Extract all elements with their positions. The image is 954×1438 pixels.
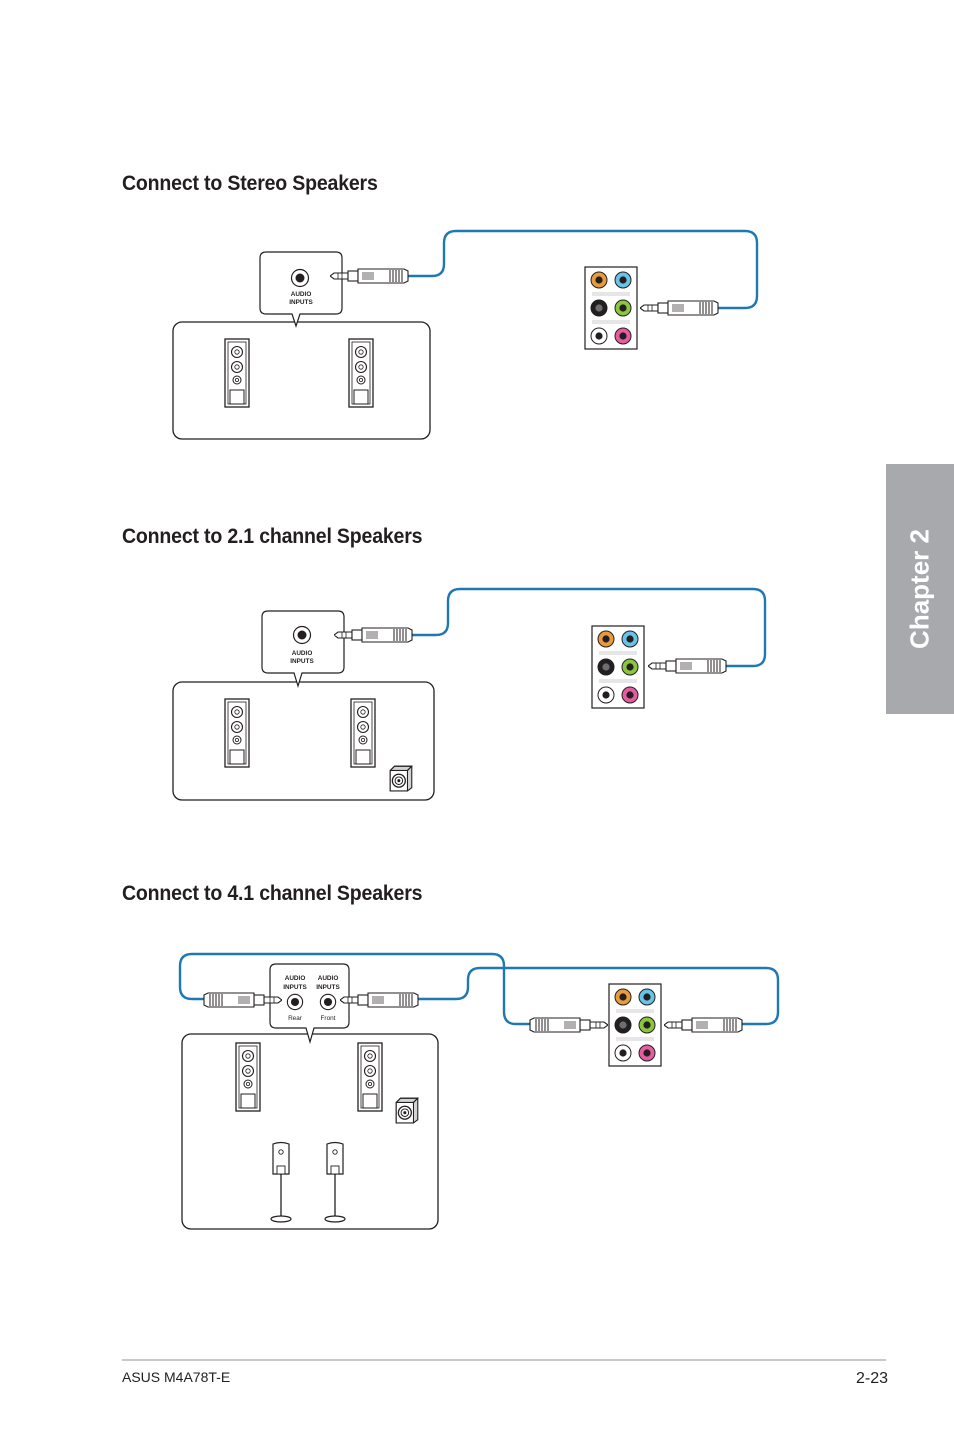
audio-plug-icon [330,268,409,284]
chapter-tab-label: Chapter 2 [904,529,935,649]
rear-cable [178,952,530,1026]
tower-speaker-icon [348,338,374,408]
audio-plug-icon [334,627,413,643]
input-label-line1: AUDIO [291,291,312,298]
tower-speaker-icon [224,698,250,768]
tower-speaker-icon [224,338,250,408]
footer-rule [122,1359,886,1361]
stereo-speaker-enclosure [172,321,431,440]
satellite-speaker-icon [324,1141,346,1223]
footer-product: ASUS M4A78T-E [122,1369,231,1385]
front-label-line1: AUDIO [318,975,339,982]
front-label-line2: INPUTS [316,984,340,991]
audio-plug-icon [204,993,282,1007]
audio-port-panel-icon [608,983,662,1067]
rear-label-line1: AUDIO [285,975,306,982]
input-jack-icon [290,268,310,288]
audio-plug-icon [340,992,419,1008]
audio-input-callout [259,251,343,328]
input-jack-icon [292,625,312,645]
section-title-4-1: Connect to 4.1 channel Speakers [122,882,423,905]
audio-plug-icon [530,1018,608,1032]
satellite-speaker-icon [270,1141,292,1223]
chapter-tab: Chapter 2 [886,464,954,714]
footer-page-number: 2-23 [855,1370,888,1387]
stereo-cable [408,229,759,310]
audio-plug-icon [648,658,727,674]
audio-port-panel-icon [584,266,638,350]
rear-label-line2: INPUTS [283,984,307,991]
rear-caption: Rear [288,1015,303,1022]
audio-plug-icon [640,300,719,316]
two-one-cable [412,587,767,668]
tower-speaker-icon [235,1042,261,1112]
front-input-jack-icon [319,993,337,1011]
rear-input-jack-icon [286,993,304,1011]
input-label-line1: AUDIO [292,650,313,657]
subwoofer-icon [389,765,413,792]
input-label-line2: INPUTS [289,299,313,306]
section-title-2-1: Connect to 2.1 channel Speakers [122,525,423,548]
audio-input-callout [261,610,345,689]
subwoofer-icon [395,1097,419,1124]
two-one-speaker-enclosure [172,681,435,801]
audio-input-callout [269,963,350,1045]
audio-plug-icon [664,1017,743,1033]
audio-port-panel-icon [591,625,645,709]
front-caption: Front [321,1015,336,1022]
section-title-stereo: Connect to Stereo Speakers [122,172,378,195]
tower-speaker-icon [357,1042,383,1112]
tower-speaker-icon [350,698,376,768]
front-cable [416,966,780,1026]
four-one-speaker-enclosure [181,1033,439,1230]
input-label-line2: INPUTS [290,658,314,665]
